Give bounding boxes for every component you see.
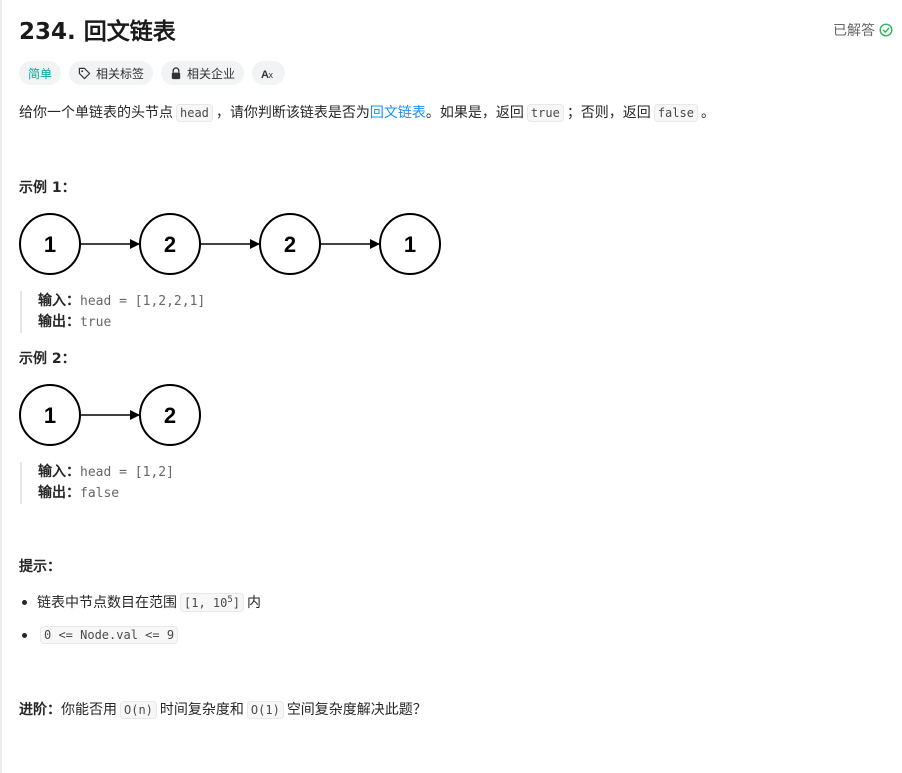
space-complexity-code: O(1) xyxy=(246,701,284,719)
output-value: true xyxy=(80,315,112,330)
desc-text-2: ，请你判断该链表是否为 xyxy=(215,105,370,121)
output-value: false xyxy=(80,486,120,501)
tag-bar: 简单 相关标签 相关企业 A x xyxy=(19,61,286,85)
example-1-input: 输入：head = [1,2,2,1] xyxy=(38,291,205,312)
list-item: 链表中节点数目在范围 [1, 105] 内 xyxy=(19,591,261,613)
example-2-input: 输入：head = [1,2] xyxy=(38,462,174,483)
follow-up-text-2: 时间复杂度和 xyxy=(159,702,244,718)
example-2-output: 输出：false xyxy=(38,483,174,504)
example-2-diagram: 1 2 xyxy=(19,384,201,446)
related-companies-button[interactable]: 相关企业 xyxy=(161,61,245,85)
output-label: 输出： xyxy=(38,485,80,501)
node-value: 2 xyxy=(164,403,176,428)
related-tags-button[interactable]: 相关标签 xyxy=(69,61,154,85)
follow-up-text-3: 空间复杂度解决此题？ xyxy=(286,702,427,718)
example-1-heading: 示例 1： xyxy=(19,180,76,196)
hints-heading: 提示： xyxy=(19,559,61,575)
desc-text-1: 给你一个单链表的头节点 xyxy=(19,105,173,121)
range-code-exponent: 5 xyxy=(227,594,233,605)
example-1-output: 输出：true xyxy=(38,312,205,333)
example-2-heading: 示例 2： xyxy=(19,351,76,367)
follow-up-label: 进阶： xyxy=(19,702,61,718)
bullet xyxy=(22,599,27,605)
list-node: 1 xyxy=(19,384,81,446)
desc-text-4: ；否则，返回 xyxy=(566,105,651,121)
time-complexity-code: O(n) xyxy=(120,701,157,719)
left-border xyxy=(0,0,2,773)
related-companies-label: 相关企业 xyxy=(187,66,236,81)
range-code: [1, 105] xyxy=(180,592,245,612)
desc-text-5: 。 xyxy=(700,105,715,121)
input-value: head = [1,2] xyxy=(80,465,174,480)
range-code-suffix: ] xyxy=(232,595,241,610)
list-node: 2 xyxy=(259,213,321,275)
follow-up-text-1: 你能否用 xyxy=(61,702,117,718)
false-code: false xyxy=(653,104,698,122)
list-item: 0 <= Node.val <= 9 xyxy=(19,624,261,646)
desc-text-3: 。如果是，返回 xyxy=(425,105,524,121)
hint-text-2: 内 xyxy=(247,595,262,611)
difficulty-badge[interactable]: 简单 xyxy=(19,61,62,85)
page-title: 234. 回文链表 xyxy=(19,19,176,45)
output-label: 输出： xyxy=(38,314,80,330)
list-node: 2 xyxy=(139,384,201,446)
check-circle-icon xyxy=(879,23,893,37)
list-node: 1 xyxy=(19,213,81,275)
node-value: 2 xyxy=(284,232,296,257)
input-label: 输入： xyxy=(38,293,80,309)
list-node: 2 xyxy=(139,213,201,275)
tag-icon xyxy=(78,67,91,79)
related-tags-label: 相关标签 xyxy=(96,66,145,81)
node-value: 1 xyxy=(44,403,56,428)
example-2-io: 输入：head = [1,2] 输出：false xyxy=(20,462,174,504)
palindrome-link[interactable]: 回文链表 xyxy=(369,105,426,121)
list-node: 1 xyxy=(379,213,441,275)
hints-list: 链表中节点数目在范围 [1, 105] 内 0 <= Node.val <= 9 xyxy=(19,591,261,646)
input-value: head = [1,2,2,1] xyxy=(80,294,206,309)
true-code: true xyxy=(526,104,564,122)
example-1-io: 输入：head = [1,2,2,1] 输出：true xyxy=(20,291,205,333)
node-val-code: 0 <= Node.val <= 9 xyxy=(40,626,179,644)
svg-text:x: x xyxy=(269,70,274,80)
hint-text: 链表中节点数目在范围 xyxy=(37,595,177,611)
head-code: head xyxy=(176,104,213,122)
input-label: 输入： xyxy=(38,464,80,480)
translate-icon: A x xyxy=(261,69,274,80)
node-value: 1 xyxy=(404,232,416,257)
solved-status[interactable]: 已解答 xyxy=(833,20,893,40)
node-value: 2 xyxy=(164,232,176,257)
range-code-prefix: [1, 10 xyxy=(184,595,228,610)
example-1-diagram: 1 2 2 1 xyxy=(19,213,441,275)
svg-text:A: A xyxy=(261,69,269,80)
status-label: 已解答 xyxy=(833,23,875,39)
lock-icon xyxy=(171,66,181,79)
difficulty-label: 简单 xyxy=(28,66,53,81)
font-size-toggle[interactable]: A x xyxy=(252,61,286,85)
bullet xyxy=(22,632,27,638)
node-value: 1 xyxy=(44,232,56,257)
